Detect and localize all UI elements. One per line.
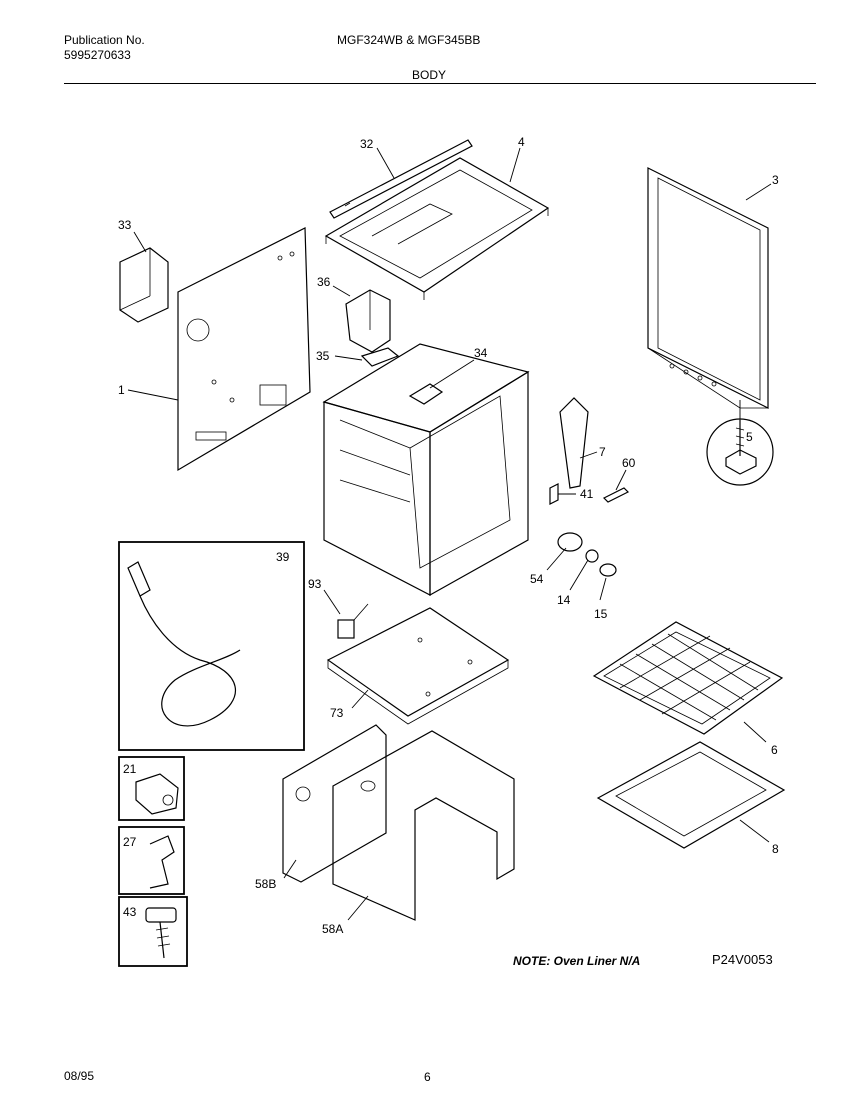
- publication-number: 5995270633: [64, 48, 131, 62]
- callout-4: 4: [518, 135, 525, 149]
- leader-58a: [347, 895, 369, 921]
- part-7-hinge: [559, 397, 589, 489]
- part-93-switch: [337, 603, 369, 639]
- header-rule: [64, 83, 816, 84]
- part-58b-drawer-side: [282, 724, 387, 883]
- callout-27: 27: [123, 835, 137, 849]
- leader-6: [743, 721, 767, 743]
- leader-33: [133, 231, 147, 253]
- part-5-leveling-leg: [706, 400, 774, 486]
- leader-60: [615, 469, 627, 491]
- callout-41: 41: [580, 487, 594, 501]
- callout-7: 7: [599, 445, 606, 459]
- callout-43: 43: [123, 905, 137, 919]
- part-1-back-panel: [177, 227, 311, 472]
- part-21-clip: [135, 773, 179, 815]
- leader-14: [569, 559, 589, 591]
- leader-73: [351, 689, 369, 709]
- leader-15: [599, 577, 607, 601]
- page-number: 6: [424, 1070, 431, 1084]
- callout-14: 14: [557, 593, 571, 607]
- part-4-top-frame: [324, 157, 550, 300]
- callout-8: 8: [772, 842, 779, 856]
- part-14-lens: [585, 549, 599, 563]
- part-34-bracket: [408, 383, 444, 405]
- callout-60: 60: [622, 456, 636, 470]
- section-title: BODY: [412, 68, 447, 82]
- part-27-bracket: [149, 835, 175, 889]
- publication-label: Publication No.: [64, 33, 145, 47]
- callout-58a: 58A: [322, 922, 343, 936]
- part-41-clip: [549, 483, 559, 505]
- part-58a-drawer-body: [332, 730, 515, 921]
- callout-32: 32: [360, 137, 374, 151]
- leader-36: [332, 285, 351, 297]
- leader-34: [429, 359, 475, 389]
- part-3-side-panel: [647, 167, 769, 409]
- part-54-socket: [557, 532, 583, 552]
- footer-date: 08/95: [64, 1069, 95, 1083]
- callout-1: 1: [118, 383, 125, 397]
- leader-32: [376, 147, 395, 179]
- part-33-bracket: [119, 247, 169, 323]
- part-8-broiler-pan: [596, 741, 786, 849]
- callout-21: 21: [123, 762, 137, 776]
- callout-73: 73: [330, 706, 344, 720]
- part-73-bottom-panel: [326, 607, 510, 725]
- diagram-code: P24V0053: [712, 952, 773, 967]
- callout-35: 35: [316, 349, 330, 363]
- leader-58b: [283, 859, 297, 879]
- part-35-gasket: [360, 347, 400, 367]
- part-6-oven-rack: [592, 621, 784, 735]
- leader-35: [334, 355, 363, 361]
- callout-58b: 58B: [255, 877, 276, 891]
- leader-7: [579, 451, 598, 459]
- leader-93: [323, 589, 341, 615]
- oven-liner-note: NOTE: Oven Liner N/A: [513, 954, 641, 968]
- callout-36: 36: [317, 275, 331, 289]
- callout-33: 33: [118, 218, 132, 232]
- callout-6: 6: [771, 743, 778, 757]
- callout-5: 5: [746, 430, 753, 444]
- leader-8: [739, 819, 770, 843]
- callout-39: 39: [276, 550, 290, 564]
- part-60-pin: [602, 487, 630, 503]
- leader-1: [127, 389, 179, 401]
- part-27-box: [118, 826, 185, 895]
- callout-54: 54: [530, 572, 544, 586]
- callout-93: 93: [308, 577, 322, 591]
- leader-4: [509, 147, 521, 183]
- part-39-box: [118, 541, 305, 751]
- model-numbers: MGF324WB & MGF345BB: [337, 33, 481, 47]
- part-39-power-cord: [127, 561, 241, 727]
- callout-34: 34: [474, 346, 488, 360]
- part-36-duct: [345, 289, 391, 353]
- part-21-box: [118, 756, 185, 821]
- callout-3: 3: [772, 173, 779, 187]
- oven-body: [322, 343, 530, 597]
- leader-3: [745, 183, 772, 201]
- part-15-bulb: [599, 563, 617, 577]
- leader-54: [546, 547, 567, 571]
- callout-15: 15: [594, 607, 608, 621]
- part-43-screw: [145, 907, 177, 959]
- part-32-trim-strip: [329, 139, 473, 219]
